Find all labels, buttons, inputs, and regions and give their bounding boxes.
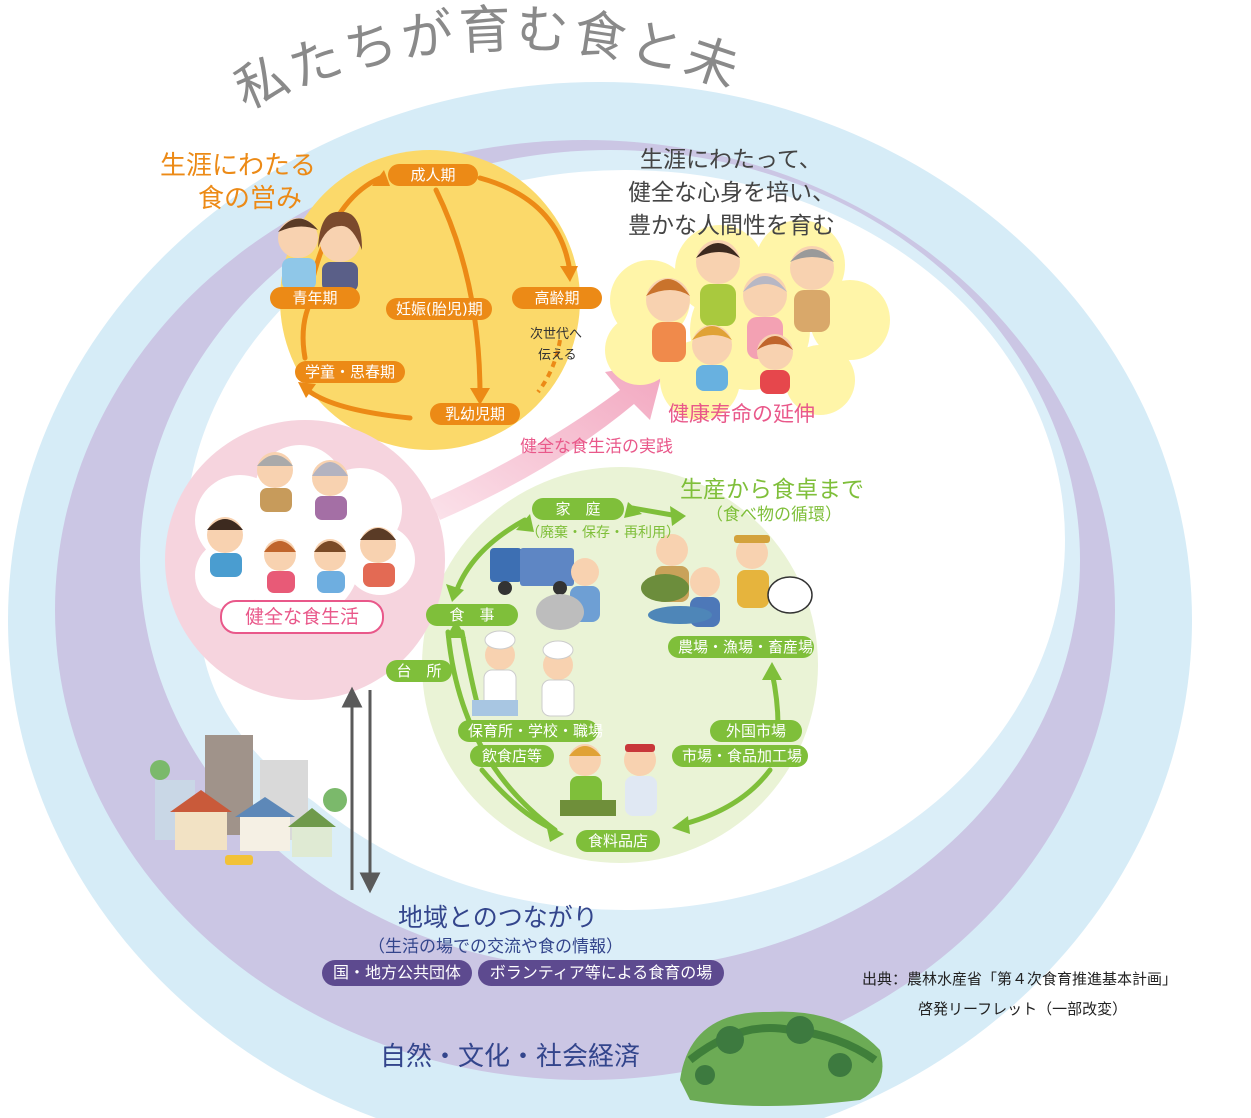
lifelong-heading-1: 生涯にわたる — [160, 151, 317, 181]
stage-pregnancy: 妊娠(胎児)期 — [386, 298, 492, 320]
stage-school: 学童・思春期 — [295, 361, 405, 383]
node-institutions: 保育所・学校・職場 — [458, 720, 603, 742]
life-cycle-arrowheads — [298, 170, 578, 405]
producers-illustration — [641, 534, 813, 627]
food-loop-subheading: （食べ物の循環） — [706, 505, 842, 525]
community-gov: 国・地方公共団体 — [322, 960, 472, 986]
lifelong-heading-2: 食の営み — [198, 184, 303, 214]
youth-couple-illustration — [278, 211, 362, 292]
source-line-2: 啓発リーフレット（一部改変） — [918, 1000, 1128, 1018]
node-grocery: 食料品店 — [576, 830, 660, 852]
grocers-illustration — [560, 744, 657, 816]
town-illustration — [150, 735, 347, 865]
community-arrows — [341, 686, 381, 894]
next-gen-arrow — [536, 339, 562, 394]
node-market: 市場・食品加工場 — [672, 745, 808, 767]
practice-label: 健全な食生活の実践 — [520, 437, 673, 457]
community-heading: 地域とのつながり — [398, 903, 598, 932]
node-farms: 農場・漁場・畜産場 — [668, 636, 814, 658]
worker-illustration — [536, 558, 600, 630]
community-subheading: （生活の場での交流や食の情報） — [368, 937, 623, 957]
goal-line-2: 健全な心身を培い、 — [628, 180, 835, 206]
next-gen-text-2: 伝える — [538, 348, 577, 363]
landscape-illustration — [680, 1011, 883, 1106]
food-loop-arrowheads — [446, 502, 782, 842]
family-illustration — [646, 240, 834, 394]
food-loop-heading: 生産から食卓まで — [680, 477, 864, 503]
goal-line-3: 豊かな人間性を育む — [628, 213, 835, 239]
goal-line-1: 生涯にわたって、 — [640, 147, 822, 173]
stage-adult: 成人期 — [388, 164, 478, 186]
practice-arrow — [430, 362, 665, 520]
node-restaurants: 飲食店等 — [470, 745, 554, 767]
stage-infant: 乳幼児期 — [430, 403, 520, 425]
community-volunteer: ボランティア等による食育の場 — [478, 960, 724, 986]
node-overseas: 外国市場 — [710, 720, 802, 742]
node-home: 家 庭 — [532, 498, 624, 520]
node-home-sub: （廃棄・保存・再利用） — [526, 525, 680, 541]
node-kitchen: 台 所 — [386, 660, 452, 682]
stage-youth: 青年期 — [270, 287, 360, 309]
healthy-life-label: 健康寿命の延伸 — [668, 402, 815, 426]
next-gen-text-1: 次世代へ — [530, 327, 583, 342]
foundation-label: 自然・文化・社会経済 — [380, 1042, 641, 1072]
stage-elderly: 高齢期 — [512, 287, 602, 309]
source-line-1: 出典：農林水産省「第４次食育推進基本計画」 — [862, 970, 1178, 988]
dining-family-illustration — [207, 452, 396, 593]
cooks-illustration — [472, 630, 575, 717]
healthy-diet-label: 健全な食生活 — [220, 600, 384, 634]
truck-illustration — [490, 548, 574, 595]
node-meal: 食 事 — [426, 604, 518, 626]
